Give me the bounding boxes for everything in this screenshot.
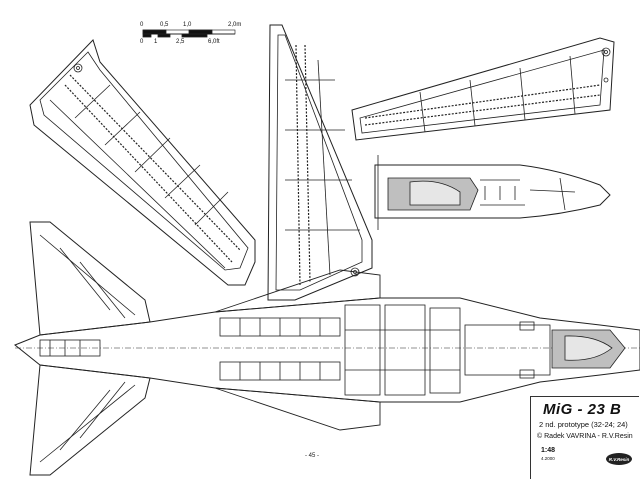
- aircraft-planform: [14, 221, 640, 476]
- author-names: Radek VAVRINA - R.V.Resin: [544, 433, 633, 440]
- wing-panel-right: [351, 37, 615, 141]
- scale-bar: [142, 29, 236, 38]
- scale-label-ft-3: 6,0ft: [208, 39, 220, 45]
- wing-panel-center: [267, 24, 373, 301]
- scale-label-m-3: 2,0m: [228, 22, 242, 28]
- copyright-symbol: ©: [537, 433, 543, 440]
- title-block: MiG - 23 B 2 nd. prototype (32-24; 24) ©…: [530, 396, 639, 479]
- scale-label-ft-2: 2,5: [176, 39, 185, 45]
- drawing-scale: 1:48: [541, 447, 556, 454]
- forward-fuselage-section: [374, 155, 611, 230]
- scale-label-ft-0: 0: [140, 39, 144, 45]
- scale-label-m-0: 0: [140, 22, 144, 28]
- publisher-logo-icon: R.V.Resin: [606, 453, 632, 465]
- wing-panel-left: [29, 39, 256, 286]
- issue-date: 4.2000: [541, 456, 555, 461]
- aircraft-model-title: MiG - 23 B: [543, 401, 622, 418]
- scale-label-m-1: 0,5: [160, 22, 169, 28]
- scale-label-ft-1: 1: [154, 39, 158, 45]
- page-number: - 45 -: [305, 453, 320, 459]
- aircraft-variant: 2 nd. prototype (32-24; 24): [539, 420, 628, 429]
- copyright-line: © Radek VAVRINA - R.V.Resin: [537, 433, 633, 440]
- scale-label-m-2: 1,0: [183, 22, 192, 28]
